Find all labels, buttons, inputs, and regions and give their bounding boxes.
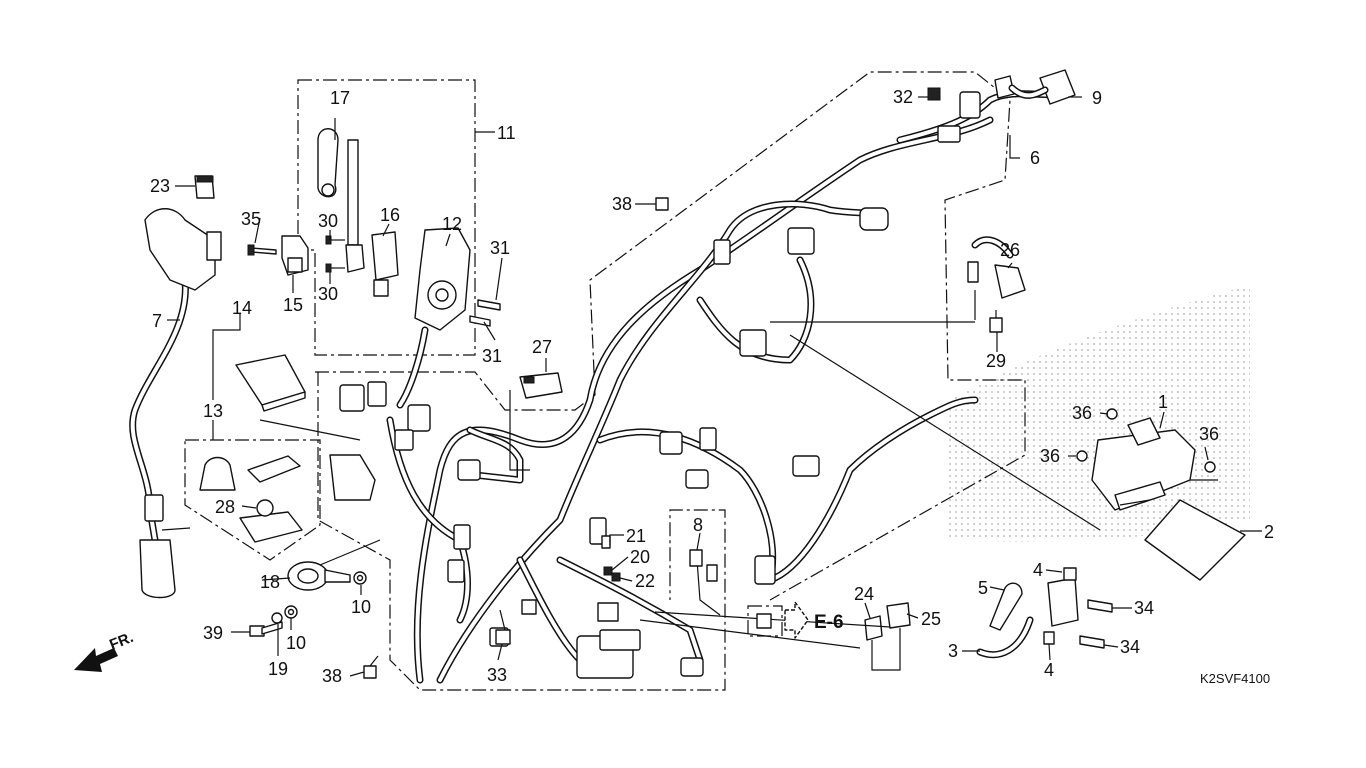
callout-38: 38 xyxy=(322,666,342,686)
part-5-plug-cap xyxy=(989,582,1023,631)
part-17-key-set xyxy=(317,128,359,246)
callout-23: 23 xyxy=(150,176,170,196)
part-25-relay xyxy=(886,602,911,629)
direction-label: FR. xyxy=(107,629,136,654)
part-34-bolt-a xyxy=(1087,599,1113,613)
part-30-screws xyxy=(325,235,365,273)
part-33-grommet xyxy=(495,629,511,645)
callout-26: 26 xyxy=(1000,240,1020,260)
part-35-screw xyxy=(247,244,277,256)
callout-21: 21 xyxy=(626,526,646,546)
part-31-screws xyxy=(469,299,501,327)
callout-22: 22 xyxy=(635,571,655,591)
callout-31: 31 xyxy=(490,238,510,258)
callout-33: 33 xyxy=(487,665,507,685)
callout-38: 38 xyxy=(612,194,632,214)
group-outlines xyxy=(184,71,1026,691)
callout-numbers: 1 2 3 4 4 5 6 7 8 9 10 10 11 12 13 14 15… xyxy=(150,87,1274,686)
part-27-connector xyxy=(519,372,563,399)
part-36-nut-a xyxy=(1106,408,1118,420)
callout-19: 19 xyxy=(268,659,288,679)
part-4-ignition-coil xyxy=(1043,567,1079,645)
callout-13: 13 xyxy=(203,401,223,421)
part-8-wire xyxy=(689,549,721,616)
part-1-regulator xyxy=(1091,417,1196,511)
callout-4: 4 xyxy=(1033,560,1043,580)
part-19-washer xyxy=(271,612,283,624)
part-13-smart-key-set xyxy=(199,455,303,543)
callout-32: 32 xyxy=(893,87,913,107)
part-15-bracket xyxy=(281,235,309,276)
part-26-sensor xyxy=(967,236,1026,299)
callout-27: 27 xyxy=(532,337,552,357)
callout-16: 16 xyxy=(380,205,400,225)
part-16-switch xyxy=(371,231,399,297)
part-36-nut-b xyxy=(1076,450,1088,462)
part-38-bolt-lower xyxy=(363,655,379,679)
part-10-washer xyxy=(284,605,298,619)
leader-lines xyxy=(161,96,1262,677)
callout-24: 24 xyxy=(854,584,874,604)
callout-2: 2 xyxy=(1264,522,1274,542)
part-7-sensor-harness xyxy=(129,208,222,599)
diagram-code: K2SVF4100 xyxy=(1200,671,1270,686)
callout-30: 30 xyxy=(318,284,338,304)
part-21-fuse xyxy=(601,535,611,549)
part-34-bolt-b xyxy=(1079,635,1105,649)
part-39-bolt xyxy=(249,621,283,637)
callout-35: 35 xyxy=(241,209,261,229)
callout-4: 4 xyxy=(1044,660,1054,680)
part-24-relay xyxy=(864,615,883,641)
callout-10: 10 xyxy=(351,597,371,617)
part-36-nut-c xyxy=(1204,461,1216,473)
callout-17: 17 xyxy=(330,88,350,108)
callout-14: 14 xyxy=(232,298,252,318)
callout-9: 9 xyxy=(1092,88,1102,108)
callout-34: 34 xyxy=(1134,598,1154,618)
section-ref-arrow: E-6 xyxy=(756,601,844,639)
part-38-bolt-upper xyxy=(655,197,669,211)
callout-30: 30 xyxy=(318,211,338,231)
part-2-bracket xyxy=(1144,499,1246,581)
callout-29: 29 xyxy=(986,351,1006,371)
callout-11: 11 xyxy=(497,123,516,143)
callout-36: 36 xyxy=(1199,424,1219,444)
callout-18: 18 xyxy=(260,572,280,592)
part-14-control-unit xyxy=(235,354,306,412)
harness-connectors xyxy=(329,91,981,679)
callout-5: 5 xyxy=(978,578,988,598)
part-10-nut xyxy=(353,571,367,585)
part-12-ignition-switch xyxy=(396,227,471,409)
part-32-clip xyxy=(927,87,941,101)
front-direction-arrow: FR. xyxy=(74,629,136,672)
callout-12: 12 xyxy=(442,214,462,234)
part-18-horn xyxy=(287,561,351,591)
callout-6: 6 xyxy=(1030,148,1040,168)
part-23-cap xyxy=(194,175,215,199)
main-wire-harness xyxy=(386,90,1064,684)
part-3-cable xyxy=(976,616,1034,659)
part-20-fuse xyxy=(603,566,613,576)
callout-1: 1 xyxy=(1158,392,1168,412)
callout-25: 25 xyxy=(921,609,941,629)
callout-31: 31 xyxy=(482,346,502,366)
callout-34: 34 xyxy=(1120,637,1140,657)
callout-15: 15 xyxy=(283,295,303,315)
callout-7: 7 xyxy=(152,311,162,331)
callout-28: 28 xyxy=(215,497,235,517)
callout-39: 39 xyxy=(203,623,223,643)
callout-3: 3 xyxy=(948,641,958,661)
part-22-fuse xyxy=(611,572,621,582)
part-29-bolt xyxy=(989,310,1003,333)
callout-36: 36 xyxy=(1072,403,1092,423)
section-ref-label: E-6 xyxy=(814,612,844,633)
part-9-sensor xyxy=(994,69,1076,105)
callout-8: 8 xyxy=(693,515,703,535)
callout-20: 20 xyxy=(630,547,650,567)
callout-10: 10 xyxy=(286,633,306,653)
callout-36: 36 xyxy=(1040,446,1060,466)
